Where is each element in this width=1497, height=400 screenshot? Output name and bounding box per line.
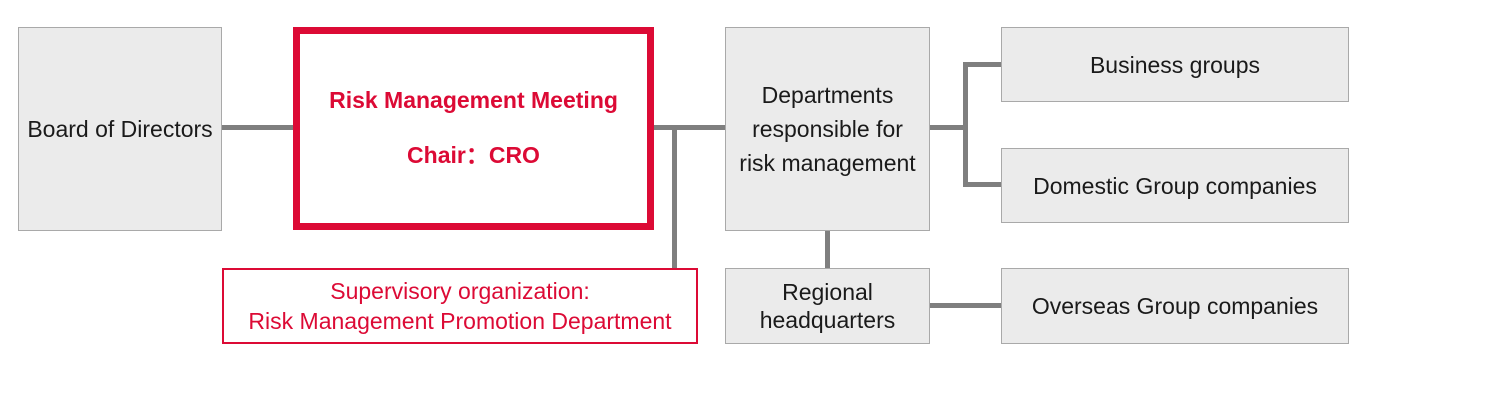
connector-to-domestic xyxy=(963,182,1002,187)
risk-management-meeting-box: Risk Management Meeting Chair：CRO xyxy=(293,27,654,230)
departments-label-line2: responsible for xyxy=(752,116,903,142)
domestic-group-companies-label: Domestic Group companies xyxy=(1033,172,1317,199)
board-of-directors-label: Board of Directors xyxy=(27,116,213,142)
business-groups-label: Business groups xyxy=(1089,51,1261,78)
regional-label-line2: headquarters xyxy=(759,307,896,333)
departments-box: Departments responsible for risk managem… xyxy=(725,27,930,231)
connector-regional-overseas xyxy=(929,303,1002,308)
connector-to-business-groups xyxy=(963,62,1002,67)
regional-headquarters-box: Regional headquarters xyxy=(725,268,930,344)
domestic-group-companies-box: Domestic Group companies xyxy=(1001,148,1349,223)
supervisory-label-line1: Supervisory organization: xyxy=(330,278,590,304)
overseas-group-companies-box: Overseas Group companies xyxy=(1001,268,1349,344)
business-groups-box: Business groups xyxy=(1001,27,1349,102)
connector-departments-branch xyxy=(929,125,966,130)
departments-label-line3: risk management xyxy=(739,150,916,176)
meeting-title: Risk Management Meeting xyxy=(329,87,618,113)
departments-label-line1: Departments xyxy=(761,82,894,108)
supervisory-organization-box: Supervisory organization: Risk Managemen… xyxy=(222,268,698,344)
board-of-directors-box: Board of Directors xyxy=(18,27,222,231)
supervisory-label-line2: Risk Management Promotion Department xyxy=(248,308,672,334)
connector-to-supervisory xyxy=(672,125,677,270)
overseas-group-companies-label: Overseas Group companies xyxy=(1031,293,1319,319)
connector-meeting-departments xyxy=(653,125,726,130)
regional-label-line1: Regional xyxy=(782,279,873,305)
meeting-chair: Chair：CRO xyxy=(407,142,540,168)
connector-branch-vertical xyxy=(963,62,968,187)
connector-departments-regional xyxy=(825,230,830,270)
connector-board-meeting xyxy=(221,125,295,130)
